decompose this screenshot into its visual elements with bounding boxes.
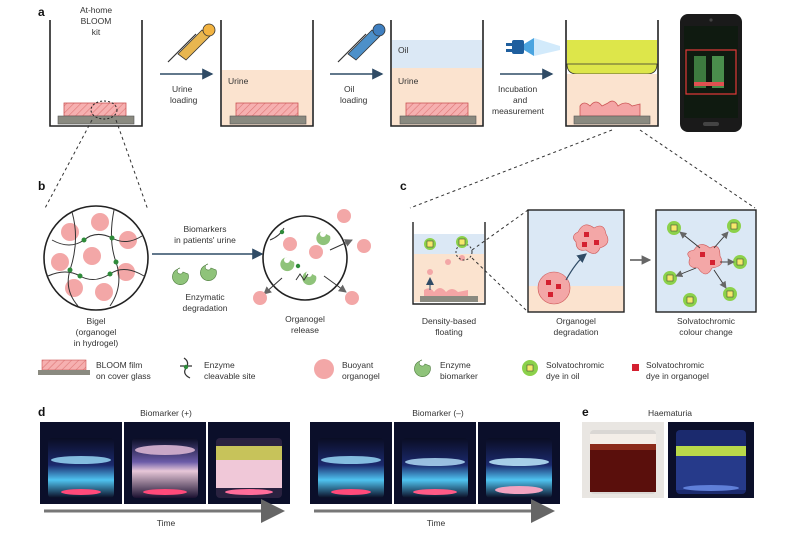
beaker-measurement — [565, 20, 659, 127]
c-caption: floating — [435, 327, 463, 337]
legend-enzyme-icon — [414, 359, 431, 377]
legend-label: BLOOM film — [96, 360, 142, 370]
beaker-oil: Oil Urine — [390, 20, 484, 127]
beaker-urine: Urine — [220, 20, 314, 127]
zoom-line — [409, 129, 613, 209]
time-label: Time — [157, 518, 176, 528]
solvatochromic-box — [655, 209, 757, 313]
kit-label: BLOOM — [81, 16, 112, 26]
bigel-caption: Bigel — [87, 316, 106, 326]
arrow-label: Enzymatic — [185, 292, 225, 302]
buoyant-organogel — [337, 209, 351, 223]
smartphone-icon — [680, 14, 742, 132]
bigel-circle — [43, 205, 149, 311]
organogel-release-circle — [262, 215, 353, 301]
legend-label: organogel — [342, 371, 380, 381]
pipette-oil-icon — [337, 23, 386, 63]
bigel-caption: (organogel — [76, 327, 117, 337]
cover-glass — [57, 115, 135, 125]
legend-label: Enzyme — [440, 360, 471, 370]
step3-label: Incubation — [498, 84, 537, 94]
buoyant-organogel — [345, 291, 359, 305]
legend-label: cleavable site — [204, 371, 256, 381]
beaker-kit: At-home BLOOM kit — [49, 5, 143, 127]
legend-dye-oil-icon — [522, 360, 538, 376]
panel-c-label: c — [400, 179, 407, 193]
release-caption: release — [291, 325, 319, 335]
kit-label: At-home — [80, 5, 112, 15]
enzyme-icon — [172, 263, 217, 285]
panel-d-label: d — [38, 405, 45, 419]
photo-negative-2 — [394, 422, 476, 504]
zoom-circle — [90, 100, 118, 120]
step1-label: Urine — [172, 84, 193, 94]
urine-label: Urine — [398, 76, 419, 86]
arrow-label: Biomarkers — [184, 224, 227, 234]
uv-lamp-icon — [506, 38, 560, 56]
haematuria-title: Haematuria — [648, 408, 692, 418]
legend-label: biomarker — [440, 371, 478, 381]
photo-negative-3 — [478, 422, 560, 504]
photo-positive-3 — [208, 422, 290, 504]
zoom-line — [639, 129, 756, 209]
photo-positive-1 — [40, 422, 122, 504]
photo-haematuria-2 — [668, 422, 754, 498]
step1-label: loading — [170, 95, 198, 105]
legend: BLOOM film on cover glass Enzyme cleavab… — [38, 357, 709, 381]
legend-label: dye in organogel — [646, 371, 709, 381]
zoom-line — [115, 119, 149, 211]
c-caption: degradation — [554, 327, 599, 337]
panel-a-label: a — [38, 5, 45, 19]
step3-label: and — [513, 95, 527, 105]
legend-label: on cover glass — [96, 371, 151, 381]
legend-label: dye in oil — [546, 371, 580, 381]
legend-label: Solvatochromic — [646, 360, 705, 370]
photo-positive-2 — [124, 422, 206, 504]
organogel-degradation-box — [527, 209, 625, 313]
release-caption: Organogel — [285, 314, 325, 324]
zoom-line — [43, 119, 93, 211]
legend-film-swatch — [41, 359, 87, 371]
legend-buoyant-icon — [314, 359, 334, 379]
c-caption: Density-based — [422, 316, 477, 326]
kit-label: kit — [92, 27, 101, 37]
legend-label: Solvatochromic — [546, 360, 605, 370]
legend-glass-swatch — [38, 370, 90, 375]
legend-label: Buoyant — [342, 360, 374, 370]
pipette-urine-icon — [167, 23, 216, 63]
step2-label: loading — [340, 95, 368, 105]
panel-e-label: e — [582, 405, 589, 419]
arrow-label: in patients' urine — [174, 235, 236, 245]
bigel-caption: in hydrogel) — [74, 338, 119, 348]
biomarker-negative-title: Biomarker (–) — [412, 408, 464, 418]
c-caption: Organogel — [556, 316, 596, 326]
arrow-label: degradation — [183, 303, 228, 313]
buoyant-organogel — [357, 239, 371, 253]
time-label: Time — [427, 518, 446, 528]
oil-label: Oil — [398, 45, 409, 55]
buoyant-organogel — [253, 291, 267, 305]
legend-dye-organogel-icon — [632, 364, 639, 371]
panel-b-label: b — [38, 179, 45, 193]
c-caption: Solvatochromic — [677, 316, 736, 326]
step3-label: measurement — [492, 106, 545, 116]
biomarker-positive-title: Biomarker (+) — [140, 408, 192, 418]
photo-haematuria-1 — [582, 422, 664, 498]
density-floating-beaker — [412, 222, 486, 305]
c-caption: colour change — [679, 327, 733, 337]
photo-negative-1 — [310, 422, 392, 504]
urine-label: Urine — [228, 76, 249, 86]
legend-label: Enzyme — [204, 360, 235, 370]
step2-label: Oil — [344, 84, 355, 94]
